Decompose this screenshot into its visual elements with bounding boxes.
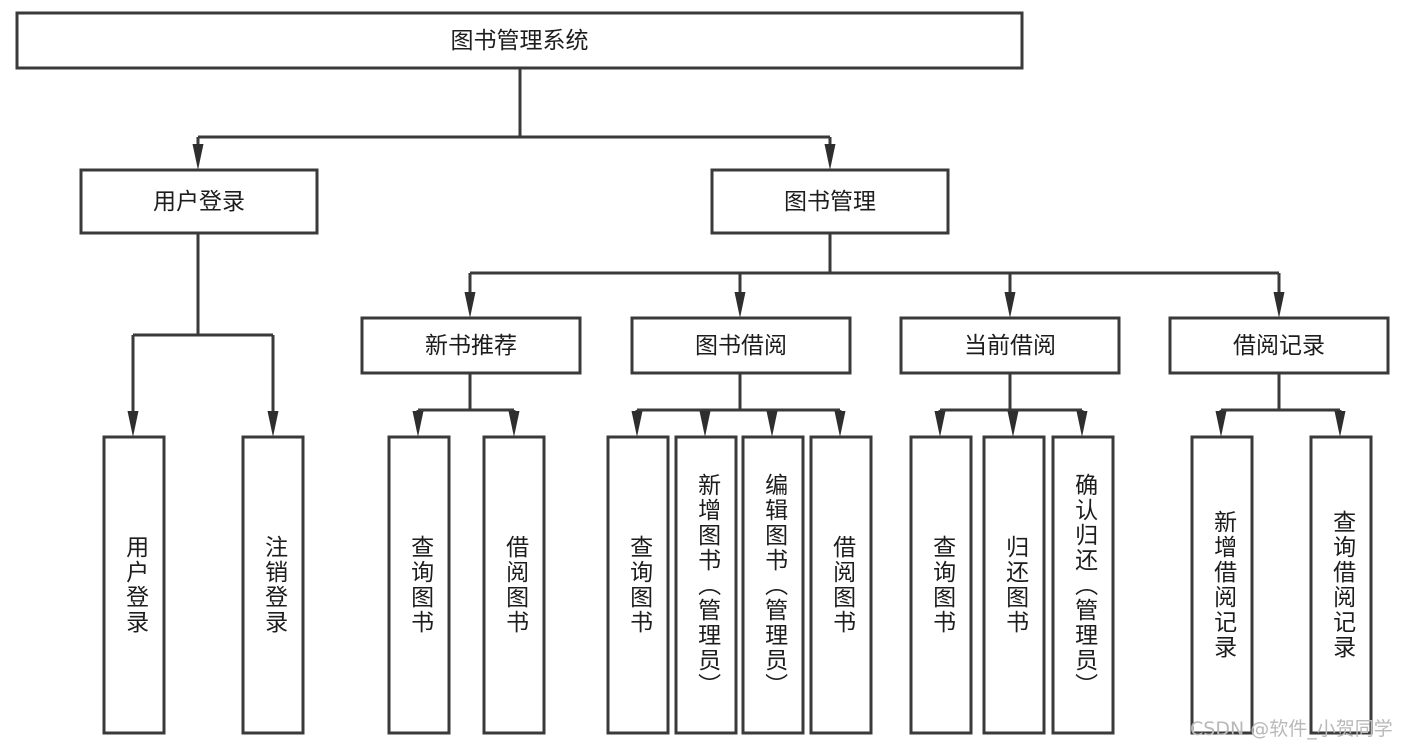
arrow-down-icon xyxy=(1076,411,1088,437)
leaf-box-leaf-logout-login[interactable] xyxy=(241,435,305,735)
level2-box-user-login[interactable] xyxy=(79,168,319,235)
arrow-down-icon xyxy=(412,411,424,437)
root-label-root: 图书管理系统 xyxy=(451,28,589,54)
arrow-down-icon xyxy=(824,144,836,170)
level3-label-new-book-recommend: 新书推荐 xyxy=(425,333,517,359)
level3-box-new-book-recommend[interactable] xyxy=(360,316,582,375)
level3-box-current-borrow[interactable] xyxy=(899,316,1121,375)
arrow-down-icon xyxy=(1334,411,1346,437)
node-box-layer xyxy=(15,11,1390,735)
level2-label-user-login: 用户登录 xyxy=(153,189,245,215)
leaf-box-leaf-return-book[interactable] xyxy=(982,435,1046,735)
leaf-box-leaf-borrow-book-1[interactable] xyxy=(482,435,546,735)
arrow-down-icon xyxy=(1004,292,1016,318)
leaf-box-leaf-confirm-return-admin[interactable] xyxy=(1051,435,1115,735)
connector-layer xyxy=(127,68,1346,437)
leaf-box-leaf-query-book-3[interactable] xyxy=(909,435,973,735)
leaf-box-leaf-user-login[interactable] xyxy=(102,435,166,735)
leaf-box-leaf-add-book-admin[interactable] xyxy=(674,435,738,735)
leaf-box-leaf-query-book-2[interactable] xyxy=(606,435,670,735)
leaf-box-leaf-query-borrow-record[interactable] xyxy=(1309,435,1373,735)
leaf-box-leaf-add-borrow-record[interactable] xyxy=(1190,435,1254,735)
arrow-down-icon xyxy=(631,411,643,437)
level3-box-borrow-records[interactable] xyxy=(1168,316,1390,375)
arrow-down-icon xyxy=(464,292,476,318)
arrow-down-icon xyxy=(734,292,746,318)
level3-box-book-borrow[interactable] xyxy=(630,316,852,375)
level3-label-borrow-records: 借阅记录 xyxy=(1233,333,1325,359)
leaf-box-leaf-query-book-1[interactable] xyxy=(387,435,451,735)
level2-label-book-management: 图书管理 xyxy=(784,189,876,215)
arrow-down-icon xyxy=(192,144,204,170)
arrow-down-icon xyxy=(1273,292,1285,318)
leaf-box-leaf-borrow-book-2[interactable] xyxy=(809,435,873,735)
arrow-down-icon xyxy=(834,411,846,437)
leaf-box-leaf-edit-book-admin[interactable] xyxy=(741,435,805,735)
arrow-down-icon xyxy=(508,411,520,437)
watermark-text: CSDN @软件_小贺同学 xyxy=(1190,718,1393,740)
root-box-root[interactable] xyxy=(15,11,1024,70)
arrow-down-icon xyxy=(699,411,711,437)
level2-box-book-management[interactable] xyxy=(710,168,950,235)
level3-label-current-borrow: 当前借阅 xyxy=(964,333,1056,359)
arrow-down-icon xyxy=(766,411,778,437)
arrow-down-icon xyxy=(1215,411,1227,437)
arrow-down-icon xyxy=(934,411,946,437)
arrow-down-icon xyxy=(1007,411,1019,437)
arrow-down-icon xyxy=(267,411,279,437)
level3-label-book-borrow: 图书借阅 xyxy=(695,333,787,359)
arrow-down-icon xyxy=(127,411,139,437)
